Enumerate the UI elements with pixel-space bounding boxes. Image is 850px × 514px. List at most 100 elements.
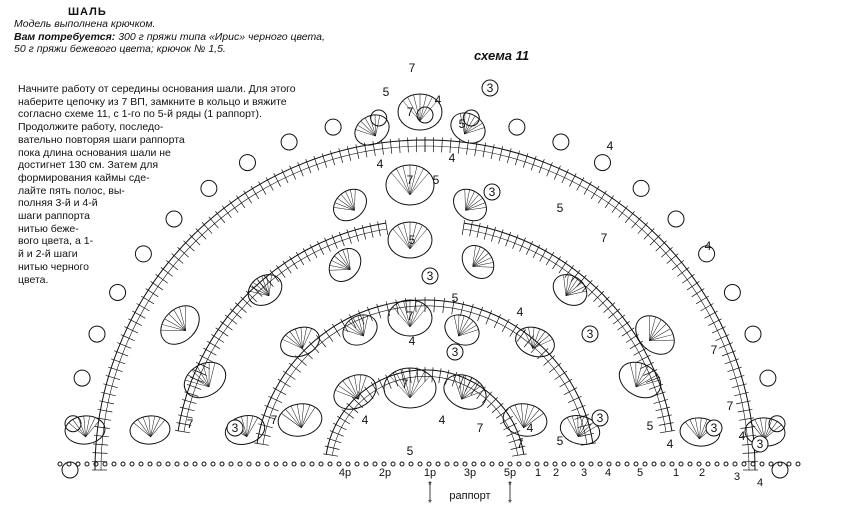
petal-stitch bbox=[329, 265, 351, 270]
row-number: 7 bbox=[409, 61, 416, 75]
fan-spoke bbox=[101, 391, 116, 397]
petal-stitch bbox=[137, 419, 151, 438]
fan-spoke bbox=[530, 155, 537, 171]
petal-stitch bbox=[334, 202, 355, 211]
petal-stitch bbox=[689, 419, 700, 440]
fan-spoke bbox=[483, 224, 489, 240]
fan-spoke bbox=[636, 354, 651, 363]
fan-spoke bbox=[189, 376, 204, 383]
fan-spoke bbox=[561, 169, 569, 184]
chain-stitch bbox=[129, 461, 135, 467]
chain-stitch bbox=[390, 461, 396, 467]
fan-spoke bbox=[460, 301, 465, 317]
instruction-line: вого цвета, а 1- bbox=[18, 235, 94, 248]
chain-stitch bbox=[183, 461, 189, 467]
petal-stitch bbox=[150, 419, 166, 438]
chain-stitch bbox=[462, 461, 468, 467]
fan-spoke bbox=[361, 224, 367, 240]
petal-stitch bbox=[282, 338, 303, 349]
petal-stitch bbox=[150, 417, 161, 438]
chain-stitch bbox=[624, 461, 630, 467]
chain-stitch bbox=[453, 461, 459, 467]
fan-spoke bbox=[458, 374, 465, 389]
chain-stitch bbox=[201, 461, 207, 467]
fan-spoke bbox=[612, 314, 626, 325]
fan-spoke bbox=[505, 231, 512, 247]
fan-spoke bbox=[559, 378, 573, 388]
fan-spoke bbox=[192, 369, 207, 376]
row-number: 5 bbox=[557, 434, 564, 448]
petal-stitch bbox=[397, 224, 411, 250]
fan-spoke bbox=[474, 141, 478, 156]
fan-spoke bbox=[183, 240, 195, 252]
fan-spoke bbox=[608, 308, 621, 319]
petal-stitch bbox=[409, 228, 428, 250]
fan-spoke bbox=[324, 237, 331, 252]
fan-spoke bbox=[493, 314, 501, 329]
fan-spoke bbox=[570, 269, 581, 283]
petal-stitch bbox=[461, 380, 478, 400]
fan-arc bbox=[424, 139, 756, 471]
chain-stitch bbox=[444, 461, 450, 467]
fan-spoke bbox=[207, 340, 221, 350]
petal-stitch bbox=[391, 172, 411, 196]
chain-stitch bbox=[741, 461, 747, 467]
petal-stitch bbox=[345, 191, 355, 211]
instruction-line: шаги раппорта bbox=[18, 210, 90, 222]
chain-stitch bbox=[219, 461, 225, 467]
rapport-step-label: 3р bbox=[464, 467, 476, 479]
petal-motif bbox=[635, 315, 675, 355]
petal-stitch bbox=[459, 113, 465, 135]
fan-spoke bbox=[597, 190, 607, 204]
petal-stitch bbox=[635, 363, 643, 387]
petal-stitch bbox=[764, 421, 778, 440]
fan-spoke bbox=[538, 158, 545, 174]
chain-stitch bbox=[516, 461, 522, 467]
fan-spoke bbox=[215, 210, 226, 224]
petal-stitch bbox=[331, 260, 351, 270]
fan-spoke bbox=[326, 437, 342, 444]
petal-stitch bbox=[464, 113, 471, 135]
petal-stitch bbox=[268, 274, 272, 296]
petal-stitch bbox=[85, 416, 90, 438]
petal-stitch bbox=[164, 318, 186, 331]
chain-stitch bbox=[336, 461, 342, 467]
petal-stitch bbox=[246, 415, 254, 437]
chain-stitch bbox=[597, 461, 603, 467]
row-number-ring bbox=[591, 409, 609, 427]
fan-spoke bbox=[264, 404, 279, 412]
fan-spoke bbox=[357, 391, 369, 404]
chain-stitch bbox=[588, 461, 594, 467]
instruction-line: наберите цепочку из 7 ВП, замкните в кол… bbox=[18, 95, 287, 108]
chain-stitch bbox=[57, 461, 63, 467]
fan-spoke bbox=[377, 221, 381, 237]
fan-spoke bbox=[340, 318, 349, 333]
fan-spoke bbox=[554, 370, 568, 380]
fan-spoke bbox=[548, 362, 562, 373]
fan-spoke bbox=[186, 383, 202, 390]
petal-motifs bbox=[64, 93, 786, 447]
fan-spoke bbox=[331, 234, 338, 249]
petal-stitch bbox=[290, 405, 302, 428]
fan-spoke bbox=[305, 158, 312, 174]
petal-stitch bbox=[649, 316, 656, 341]
petal-stitch bbox=[160, 329, 186, 331]
chain-stitch bbox=[192, 461, 198, 467]
fan-spoke bbox=[637, 222, 649, 234]
chain-stitch bbox=[246, 461, 252, 467]
petal-stitch bbox=[565, 274, 569, 296]
fan-spoke bbox=[431, 367, 434, 383]
petal-stitch bbox=[402, 368, 411, 399]
fan-spoke bbox=[201, 222, 213, 234]
petal-stitch bbox=[419, 100, 438, 122]
petal-stitch bbox=[396, 168, 411, 196]
fan-spoke bbox=[721, 350, 737, 357]
fan-spoke bbox=[552, 256, 561, 270]
petal-stitch bbox=[578, 421, 595, 437]
petal-stitch bbox=[754, 419, 765, 440]
row-number-ring bbox=[751, 435, 769, 453]
petal-stitch bbox=[635, 369, 654, 388]
fan-spoke bbox=[341, 409, 355, 419]
picot-loop bbox=[416, 106, 434, 124]
petal-stitch bbox=[472, 246, 481, 267]
